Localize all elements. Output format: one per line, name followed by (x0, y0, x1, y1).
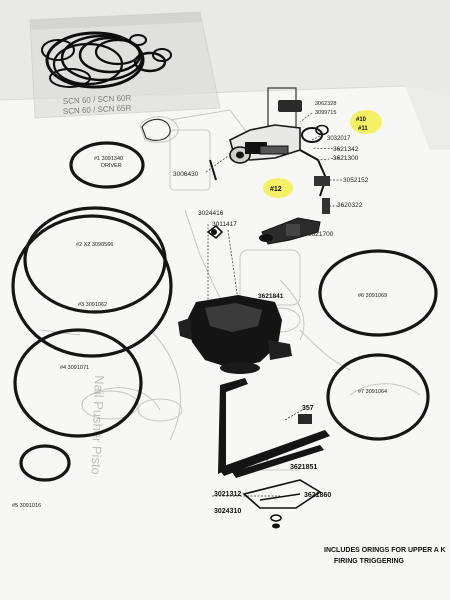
footer-line2: FIRING TRIGGERING (334, 558, 405, 565)
magazine-body (178, 295, 292, 374)
upper-assembly (141, 87, 330, 245)
oring-4-label: #4 3091071 (60, 365, 89, 371)
bag-text-line2: SCN 60 / SCN 65R (63, 103, 132, 116)
part-3621851: 3621851 (290, 464, 317, 471)
part-3621342: 3621342 (333, 146, 359, 153)
part-3620322: 3620322 (337, 202, 363, 209)
part-3062328: 3062328 (315, 101, 336, 107)
oring-bag: SCN 60 / SCN 60R SCN 60 / SCN 65R (29, 11, 221, 119)
part-3032017: 3032017 (327, 136, 351, 142)
part-labels: 3006430 3062328 3099715 3032017 3621342 … (173, 101, 369, 515)
callout-12: #12 (263, 178, 293, 198)
oring-1-sublabel: DRIVER (101, 163, 122, 169)
part-3052152: 3052152 (343, 177, 369, 184)
part-3621700: 3621700 (308, 231, 334, 238)
part-3021312: 3021312 (214, 491, 241, 498)
footer-line1: INCLUDES ORINGS FOR UPPER A K (324, 547, 446, 554)
part-3621860: 3621860 (304, 492, 331, 499)
pusher-rail (218, 378, 330, 529)
footer-note: INCLUDES ORINGS FOR UPPER A K FIRING TRI… (324, 547, 446, 565)
part-3621841: 3621841 (258, 293, 284, 300)
oring-1-label: #1 3091340 (94, 156, 123, 162)
oring-3-label: #3 3091062 (78, 302, 107, 308)
callout-11: #11 (358, 126, 368, 132)
part-3011417: 3011417 (212, 221, 237, 228)
oring-2-label: #2 X2 3090566 (76, 242, 113, 248)
part-3024416: 3024416 (198, 210, 224, 217)
part-357: 357 (302, 405, 314, 412)
oring-3: #3 3091062 (11, 214, 173, 358)
callout-10: #10 (356, 117, 367, 123)
oring-7: #7 3091064 (326, 353, 430, 441)
oring-5-label: #5 3091016 (12, 503, 41, 509)
part-3621300: 3621300 (333, 155, 359, 162)
callout-12-text: #12 (270, 186, 282, 193)
part-3099715: 3099715 (315, 110, 336, 116)
part-3024310: 3024310 (214, 508, 241, 515)
bag-text-line1: SCN 60 / SCN 60R (63, 93, 132, 106)
oring-7-label: #7 3091064 (358, 389, 387, 395)
oring-6-label: #6 3091069 (358, 293, 387, 299)
oring-1: #1 3091340 DRIVER (69, 141, 145, 189)
oring-4: #4 3091071 (13, 328, 143, 438)
side-text: Nail Pusher Pisto (89, 375, 107, 475)
oring-5: #5 3091016 (12, 444, 71, 509)
part-3006430: 3006430 (173, 171, 199, 178)
callout-10-11: #10 #11 (350, 110, 382, 134)
oring-6: #6 3091069 (318, 249, 438, 337)
